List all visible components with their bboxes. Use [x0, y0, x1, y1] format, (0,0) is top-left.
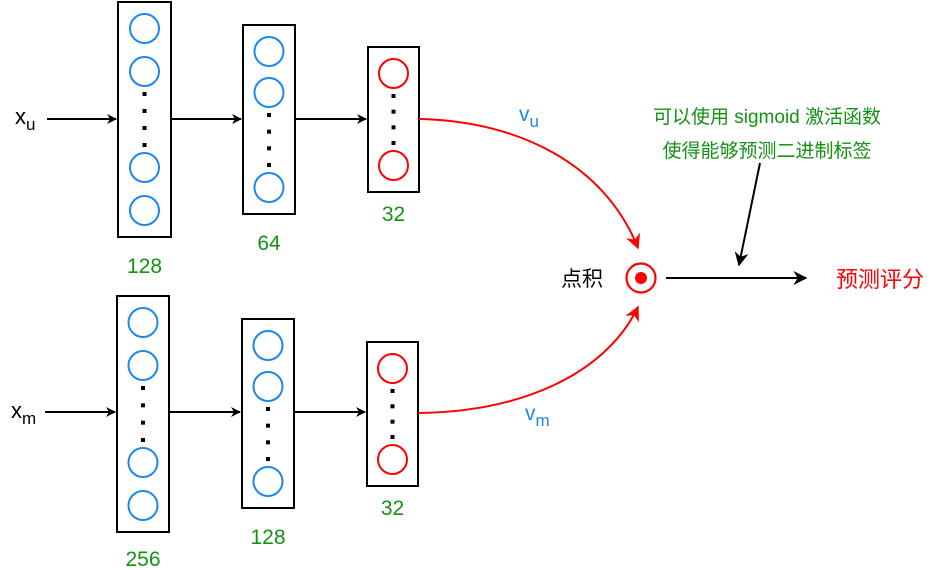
neuron — [252, 330, 284, 361]
ellipsis-dot — [266, 407, 270, 411]
ellipsis-dot — [142, 126, 147, 130]
neuron — [127, 447, 159, 478]
neuron — [377, 353, 408, 384]
neuron — [129, 13, 160, 44]
ellipsis-dot — [391, 141, 396, 145]
neuron — [127, 307, 159, 338]
ellipsis-dot — [390, 389, 395, 393]
ellipsis-dot — [266, 423, 270, 428]
neuron — [378, 58, 409, 89]
neuron — [252, 466, 284, 497]
neuron — [129, 56, 160, 87]
ellipsis-dot — [267, 163, 271, 167]
ellipsis-dot — [267, 129, 271, 134]
layer-2: 128 — [241, 318, 295, 549]
neuron — [129, 152, 160, 183]
layer-3: 32 — [367, 46, 420, 226]
layer-size-label: 32 — [381, 497, 404, 520]
ellipsis-dot — [141, 420, 145, 425]
layer-size-label: 128 — [250, 526, 285, 549]
layer-3: 32 — [366, 341, 419, 520]
ellipsis-dot — [390, 419, 395, 424]
output-label: 预测评分 — [836, 267, 924, 292]
ellipsis-dot — [141, 386, 145, 390]
ellipsis-dot — [391, 125, 396, 130]
ellipsis-dot — [267, 146, 271, 151]
layer-1: 256 — [116, 295, 170, 570]
neuron — [252, 371, 284, 402]
neuron — [253, 77, 285, 108]
layer-size-label: 128 — [127, 255, 162, 278]
item-tower: 256 128 32 — [45, 295, 419, 570]
neuron — [129, 195, 160, 226]
ellipsis-dot — [267, 113, 271, 117]
neuron — [253, 36, 285, 67]
ellipsis-dot — [142, 109, 147, 113]
user-input-label: xu — [15, 104, 35, 134]
user-vector-label: vu — [519, 103, 539, 131]
layer-size-label: 64 — [257, 232, 281, 255]
ellipsis-dot — [390, 404, 395, 409]
dot-product-icon — [625, 262, 657, 294]
layer-1: 128 — [117, 1, 172, 278]
annotation-arrow — [734, 162, 761, 267]
ellipsis-dot — [142, 143, 147, 147]
ellipsis-dot — [390, 435, 395, 439]
neuron — [127, 490, 159, 521]
layer-size-label: 256 — [125, 548, 160, 570]
neuron — [127, 350, 159, 381]
user-tower: 128 64 32 — [47, 1, 420, 278]
ellipsis-dot — [141, 403, 145, 408]
ellipsis-dot — [391, 94, 396, 98]
ellipsis-dot — [141, 438, 145, 442]
item-vector-label: vm — [525, 402, 550, 430]
neuron — [377, 444, 408, 475]
ellipsis-dot — [266, 457, 270, 461]
annotation-line-2: 使得能够预测二进制标签 — [662, 140, 871, 162]
item-vector-curve — [417, 305, 639, 414]
user-vector-curve — [418, 118, 640, 250]
item-input-label: xm — [11, 398, 36, 428]
ellipsis-dot — [142, 92, 147, 96]
annotation-line-1: 可以使用 sigmoid 激活函数 — [653, 106, 881, 128]
layer-size-label: 32 — [382, 203, 405, 226]
dot-product-label: 点积 — [561, 268, 603, 291]
ellipsis-dot — [266, 440, 270, 445]
neuron — [378, 150, 409, 181]
layer-2: 64 — [242, 24, 296, 255]
neuron — [253, 172, 285, 203]
ellipsis-dot — [391, 109, 396, 114]
